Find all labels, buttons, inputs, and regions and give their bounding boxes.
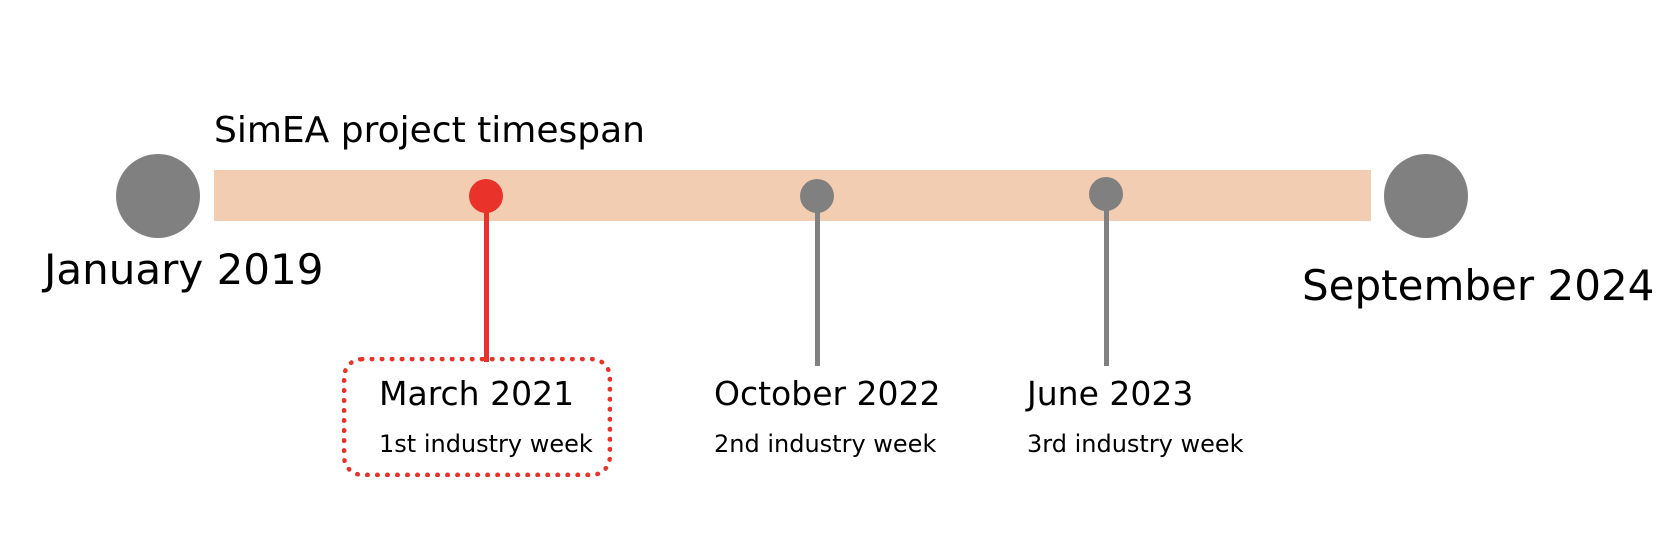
milestone-2-stem	[815, 200, 820, 366]
milestone-1-description: 1st industry week	[379, 430, 593, 458]
start-endpoint-circle	[116, 154, 200, 238]
milestone-3-marker	[1089, 177, 1123, 211]
milestone-2-date: October 2022	[714, 374, 941, 413]
milestone-1-marker	[469, 179, 503, 213]
milestone-3-date: June 2023	[1027, 374, 1194, 413]
timeline-bar	[214, 170, 1371, 221]
milestone-1-date: March 2021	[379, 374, 575, 413]
start-date-label: January 2019	[44, 245, 324, 294]
milestone-2-description: 2nd industry week	[714, 430, 937, 458]
milestone-3-description: 3rd industry week	[1027, 430, 1244, 458]
milestone-1-stem	[484, 200, 489, 362]
milestone-1-highlight-box	[342, 357, 612, 477]
milestone-2-marker	[800, 179, 834, 213]
end-date-label: September 2024	[1302, 261, 1655, 310]
timeline-title: SimEA project timespan	[214, 110, 645, 151]
milestone-3-stem	[1104, 198, 1109, 366]
end-endpoint-circle	[1384, 154, 1468, 238]
